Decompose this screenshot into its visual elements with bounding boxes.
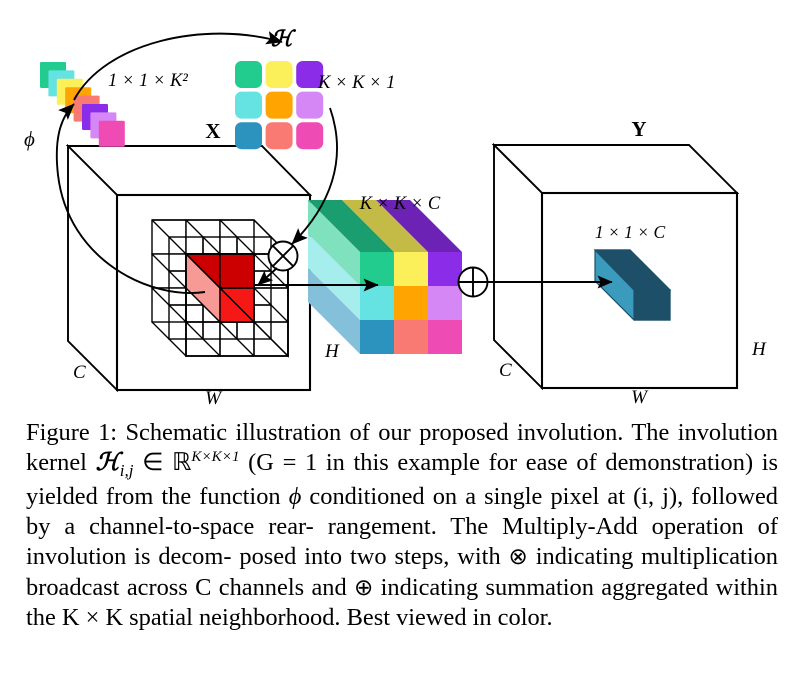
axis-label-H-left: H: [324, 341, 340, 362]
kernel-grid-KxKx1: [235, 61, 324, 150]
caption-line-8: the K × K spatial neighborhood. Best vie…: [26, 604, 553, 632]
label-phi: ϕ: [24, 127, 35, 151]
block-left-face-r2: [308, 234, 360, 320]
caption-line-3a: ease of demonstration) is yielded from t…: [26, 449, 778, 510]
caption-line-2c: (G = 1 in this example for: [239, 449, 518, 477]
label-Y: Y: [631, 117, 646, 141]
caption-line-2b: ∈ ℝ: [133, 449, 192, 477]
kernel-cell-r3-c1: [235, 122, 262, 150]
caption-line-7a: across C channels and: [126, 573, 355, 601]
caption-line-5: rangement. The Multiply-Add operation of…: [26, 513, 778, 571]
kernel-cell-r2-c1: [235, 91, 262, 119]
arrow-phi-curve: [55, 103, 206, 294]
kernel-cell-r2-c2: [265, 91, 293, 119]
kernel-vector-stack: [40, 62, 125, 147]
involution-schematic-diagram: X W H C 1 × 1 × K² K × K × 1 ℋ ϕ K × K ×…: [24, 26, 767, 409]
caption-line-1: Figure 1: Schematic illustration of our …: [26, 419, 670, 446]
block-left-face-r1: [308, 200, 360, 286]
caption-phi: ϕ: [288, 482, 302, 510]
arrow-channel-to-space: [73, 31, 283, 101]
caption-line-4: on a single pixel at (i, j), followed by…: [26, 482, 778, 540]
block-top-face-c3: [376, 200, 462, 252]
label-script-H: ℋ: [271, 26, 297, 51]
block-top-face-c1: [308, 200, 394, 252]
block-front-cell-r2-c2: [394, 286, 428, 320]
block-front-cell-r1-c3: [428, 252, 462, 286]
output-pixel-bar: [593, 249, 672, 321]
kernel-cell-r2-c3: [296, 91, 324, 119]
kernel-cell-r1-c1: [235, 61, 262, 88]
axis-label-C-left: C: [73, 362, 86, 383]
caption-H-subscript: i,j: [119, 461, 134, 481]
caption-R-exponent: K×K×1: [191, 449, 240, 466]
block-front-cell-r2-c3: [428, 286, 462, 320]
axis-label-W-left: W: [205, 388, 223, 409]
block-top-face-c2: [342, 200, 428, 252]
kernel-stack-slice-8: [98, 120, 125, 147]
figure-caption: Figure 1: Schematic illustration of our …: [26, 418, 778, 634]
caption-script-H: ℋ: [95, 449, 120, 477]
kernel-cell-r1-c3: [296, 61, 324, 88]
block-front-cell-r1-c2: [394, 252, 428, 286]
kernel-cell-r3-c3: [296, 122, 324, 150]
block-front-cell-r1-c1: [360, 252, 394, 286]
kernel-cell-r1-c2: [265, 61, 293, 88]
dim-label-kernel-block: K × K × C: [359, 194, 441, 214]
caption-line-6b: indicating multiplication broadcast: [26, 543, 778, 601]
caption-line-3b: conditioned: [301, 482, 425, 510]
dim-label-output-bar: 1 × 1 × C: [595, 222, 666, 242]
kernel-cell-r3-c2: [265, 122, 293, 150]
caption-add-symbol: ⊕: [354, 574, 374, 600]
multiply-operator-icon: [267, 240, 299, 272]
dim-label-stack: 1 × 1 × K²: [108, 71, 188, 91]
caption-line-6a: posed into two steps, with: [239, 543, 509, 571]
arrow-kernel-to-multiply: [291, 107, 338, 245]
label-X: X: [205, 119, 220, 143]
block-left-face-r3: [308, 268, 360, 354]
axis-label-H-right: H: [751, 339, 767, 360]
axis-label-C-right: C: [499, 360, 512, 381]
caption-line-2a: involution kernel: [26, 419, 778, 477]
receptive-field-patch: [151, 219, 289, 358]
block-front-cell-r3-c3: [428, 320, 462, 354]
caption-multiply-symbol: ⊗: [508, 544, 528, 570]
arrow-multiply-into-patch: [257, 267, 278, 286]
dim-label-kernel-grid: K × K × 1: [317, 73, 395, 93]
highlighted-center-pixel: [185, 252, 255, 324]
caption-line-7b: indicating summation aggregated within: [373, 573, 778, 601]
axis-label-W-right: W: [631, 387, 649, 408]
block-front-cell-r3-c1: [360, 320, 394, 354]
block-front-cell-r3-c2: [394, 320, 428, 354]
broadcast-kernel-block: [308, 200, 462, 354]
add-operator-icon: [457, 266, 489, 298]
block-front-cell-r2-c1: [360, 286, 394, 320]
